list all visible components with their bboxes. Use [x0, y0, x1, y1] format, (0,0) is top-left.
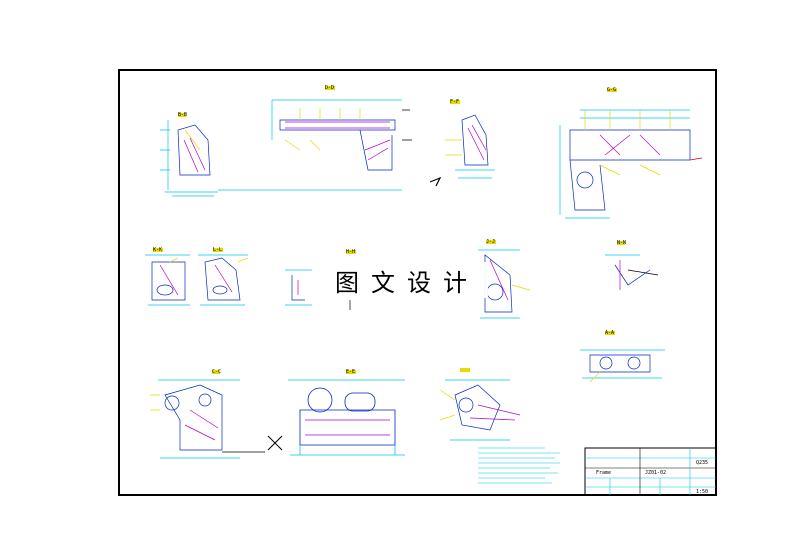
watermark-char-4: 计	[443, 268, 471, 297]
title-block-drawing-no: JZ01-02	[645, 470, 667, 476]
view-label-6: L-L	[213, 247, 223, 253]
view-a-a	[288, 379, 405, 456]
view-b-b	[160, 120, 218, 197]
technical-notes	[478, 447, 560, 484]
view-label-10: A-A	[605, 330, 615, 336]
watermark-char-2: 文	[371, 268, 399, 297]
view-f-f	[429, 114, 495, 187]
view-d-d	[218, 99, 412, 191]
watermark: 图 文 设 计	[318, 262, 488, 298]
view-g-g	[559, 109, 703, 219]
view-label-3: F-F	[450, 99, 460, 105]
title-block-scale: 1:50	[696, 489, 709, 495]
view-label-8: J-J	[486, 239, 496, 245]
view-label-4: G-G	[607, 87, 617, 93]
view-n-n	[285, 269, 351, 310]
title-block-name: Frame	[596, 470, 612, 476]
watermark-char-3: 设	[407, 268, 435, 297]
view-label-9: N-N	[617, 240, 627, 246]
view-h-h	[145, 254, 190, 306]
view-label-2: D-D	[325, 85, 335, 91]
title-block-material: Q235	[696, 460, 709, 466]
sheet-border	[118, 69, 717, 496]
title-block	[584, 447, 717, 496]
view-j-j	[198, 254, 249, 306]
view-e-e-low	[439, 379, 521, 441]
view-label-1: B-B	[178, 112, 188, 118]
view-label-5: K-K	[153, 247, 163, 253]
view-label-12: E-E	[346, 369, 356, 375]
part-tags	[153, 86, 625, 374]
watermark-char-1: 图	[335, 268, 363, 297]
view-label-7: H-H	[346, 249, 356, 255]
view-c-c-mid	[605, 254, 659, 290]
view-l-l	[150, 379, 283, 459]
view-k-k	[580, 349, 665, 383]
view-label-11: C-C	[212, 369, 222, 375]
